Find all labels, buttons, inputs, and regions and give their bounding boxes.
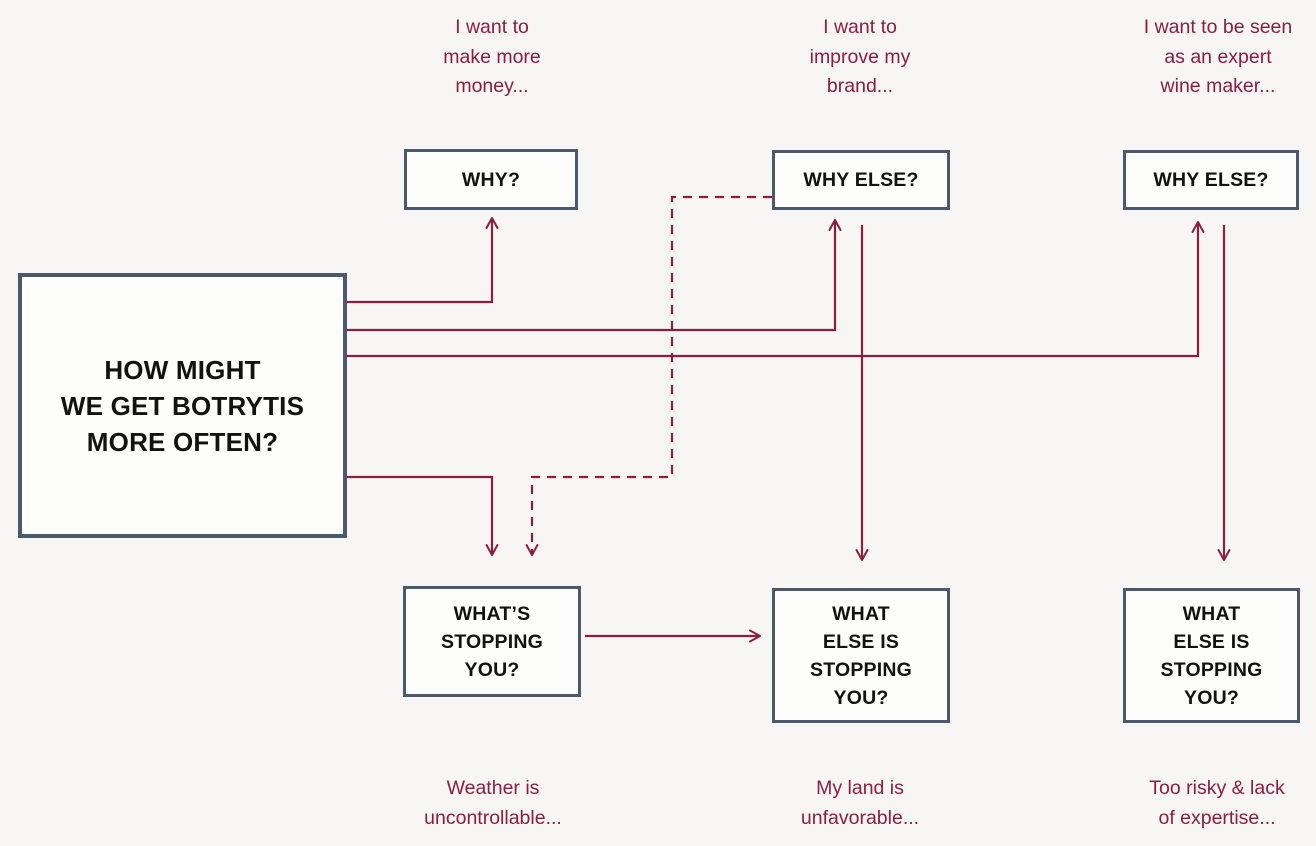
stopping-box-3-label: WHAT ELSE IS STOPPING YOU? [1160,602,1263,709]
why-else-box-2-label: WHY ELSE? [803,169,919,191]
stopping-box-3: WHAT ELSE IS STOPPING YOU? [1123,588,1300,723]
connector-hmw-to-why2 [347,219,842,332]
obstacle-label-2: My land is unfavorable... [800,777,920,829]
connector-why2-to-stopping1-dashed [525,195,772,556]
why-else-box-3: WHY ELSE? [1123,150,1299,210]
why-box-1: WHY? [404,149,578,210]
why-box-1-label: WHY? [461,168,521,191]
stopping-box-1-label: WHAT’S STOPPING YOU? [440,602,543,681]
why-else-box-2: WHY ELSE? [772,150,950,210]
connector-hmw-to-stopping1 [347,475,499,556]
hmw-box: HOW MIGHT WE GET BOTRYTIS MORE OFTEN? [18,273,347,538]
stopping-box-2: WHAT ELSE IS STOPPING YOU? [772,588,950,723]
motivation-label-2: I want to improve my brand... [809,16,911,97]
hmw-box-label: HOW MIGHT WE GET BOTRYTIS MORE OFTEN? [60,354,305,457]
motivation-label-1: I want to make more money... [443,16,541,97]
stopping-box-1: WHAT’S STOPPING YOU? [403,586,581,697]
obstacle-label-3: Too risky & lack of expertise... [1149,777,1285,829]
connector-hmw-to-why1 [347,217,499,304]
obstacle-label-1: Weather is uncontrollable... [424,777,562,829]
why-else-box-3-label: WHY ELSE? [1153,169,1269,191]
motivation-label-3: I want to be seen as an expert wine make… [1143,16,1293,97]
stopping-box-2-label: WHAT ELSE IS STOPPING YOU? [809,602,912,709]
connector-hmw-to-why3 [347,221,1205,358]
